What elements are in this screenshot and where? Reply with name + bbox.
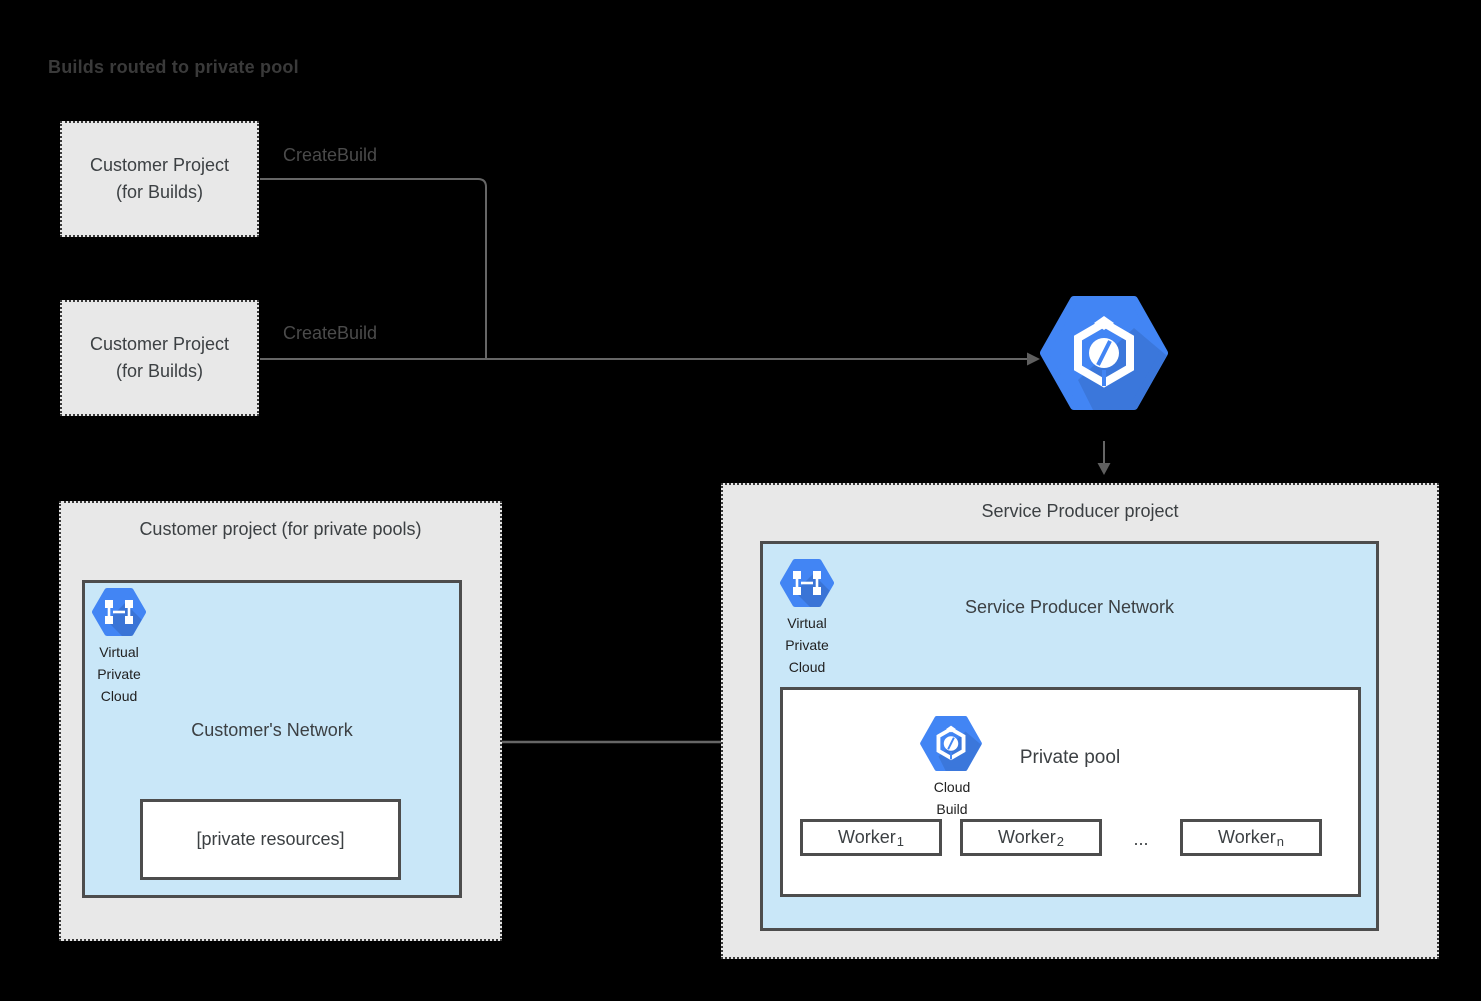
private-pool-label: Private pool xyxy=(1019,747,1121,768)
customer-network-box: Virtual Private Cloud Customer's Network… xyxy=(82,580,462,898)
vpc-label-line1: Virtual xyxy=(787,615,827,631)
vpc-label: Virtual Private Cloud xyxy=(757,612,857,678)
vpc-label-line1: Virtual xyxy=(99,644,139,660)
arrowhead-to-producer-project xyxy=(1097,463,1111,475)
worker-n-subscript: n xyxy=(1276,834,1284,849)
cloud-build-label-line2: Build xyxy=(936,801,968,817)
private-resources-label: [private resources] xyxy=(196,829,345,849)
customer-build-project-box-2: Customer Project (for Builds) xyxy=(60,300,259,416)
worker-1-label: Worker xyxy=(838,827,896,847)
customer-build-project-2-line2: (for Builds) xyxy=(115,361,204,381)
customer-network-label: Customer's Network xyxy=(191,720,353,740)
cloud-build-label: Cloud Build xyxy=(900,776,1004,820)
vpc-icon xyxy=(780,559,834,607)
customer-build-project-2-line1: Customer Project xyxy=(89,334,230,354)
vpc-label-line2: Private xyxy=(97,666,141,682)
customer-pool-project-box: Customer project (for private pools) Vir… xyxy=(59,501,502,941)
worker-2-subscript: 2 xyxy=(1056,834,1064,849)
cloud-build-label-line1: Cloud xyxy=(933,779,971,795)
customer-build-project-1-line1: Customer Project xyxy=(89,155,230,175)
service-producer-project-box: Service Producer project Virtual Private… xyxy=(721,483,1439,959)
vpc-icon xyxy=(92,588,146,636)
cloud-build-icon xyxy=(1040,296,1168,410)
customer-build-project-1-line2: (for Builds) xyxy=(115,182,204,202)
create-build-label-2: CreateBuild xyxy=(283,323,378,343)
customer-build-project-box-1: Customer Project (for Builds) xyxy=(60,121,259,237)
arrowhead-to-cloud-build xyxy=(1027,352,1040,366)
page-title: Builds routed to private pool xyxy=(48,57,299,77)
vpc-label-line3: Cloud xyxy=(788,659,826,675)
private-resources-box: [private resources] xyxy=(140,799,401,880)
vpc-label-line2: Private xyxy=(785,637,829,653)
workers-ellipsis: ... xyxy=(1133,829,1149,849)
create-build-label-1: CreateBuild xyxy=(283,145,378,165)
service-producer-network-label: Service Producer Network xyxy=(964,597,1175,617)
worker-2-label: Worker xyxy=(998,827,1056,847)
service-producer-network-box: Virtual Private Cloud Service Producer N… xyxy=(760,541,1379,931)
worker-1-subscript: 1 xyxy=(896,834,904,849)
worker-n-label: Worker xyxy=(1218,827,1276,847)
service-producer-project-title: Service Producer project xyxy=(981,501,1179,521)
cloud-build-icon-small xyxy=(920,716,982,771)
vpc-label-line3: Cloud xyxy=(100,688,138,704)
vpc-label: Virtual Private Cloud xyxy=(69,641,169,707)
customer-pool-project-title: Customer project (for private pools) xyxy=(139,519,422,539)
